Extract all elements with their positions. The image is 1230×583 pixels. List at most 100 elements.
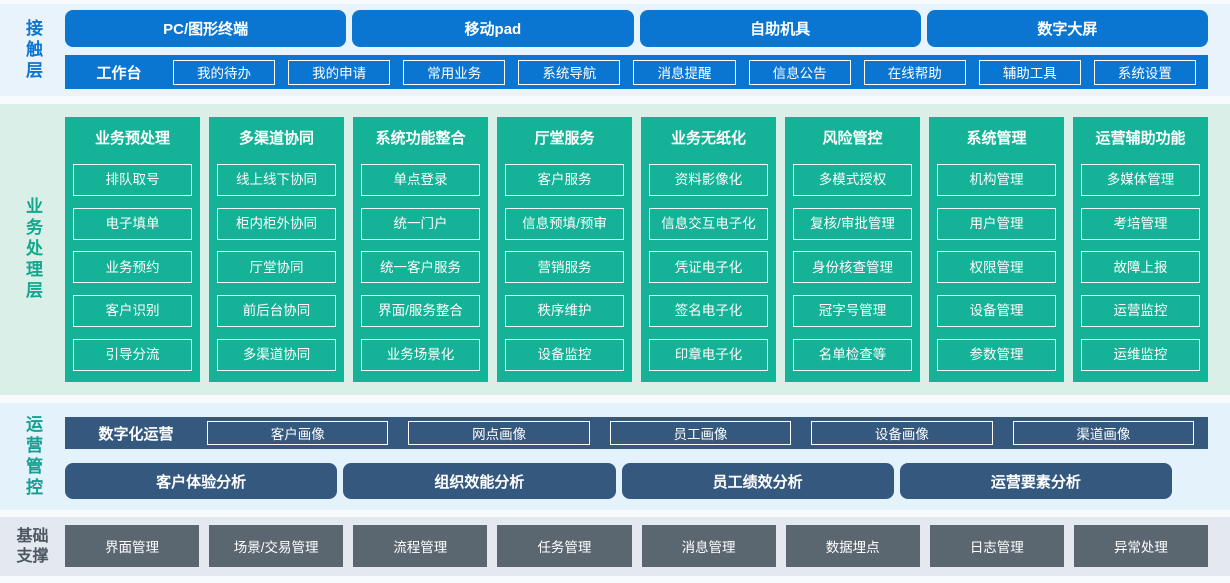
business-column-title: 风险管控 [822, 129, 883, 147]
business-function-box: 故障上报 [1081, 251, 1200, 284]
terminal-button: 数字大屏 [926, 10, 1208, 47]
workbench-item: 我的待办 [173, 59, 276, 85]
contact-layer-gutter: 接触层 [0, 4, 65, 96]
profile-item: 网点画像 [408, 421, 590, 445]
business-column: 系统管理机构管理用户管理权限管理设备管理参数管理 [929, 117, 1064, 382]
business-function-box: 界面/服务整合 [361, 295, 480, 328]
terminal-button: PC/图形终端 [65, 10, 347, 47]
business-column-title: 系统功能整合 [375, 129, 466, 147]
business-function-box: 统一门户 [361, 207, 480, 240]
profile-item: 渠道画像 [1012, 421, 1195, 445]
business-function-box: 业务预约 [73, 251, 192, 284]
business-column-title: 运营辅助功能 [1095, 129, 1186, 147]
business-function-box: 客户识别 [73, 295, 192, 328]
analysis-row: 客户体验分析组织效能分析员工绩效分析运营要素分析 [65, 463, 1172, 499]
workbench-title: 工作台 [96, 64, 142, 82]
foundation-item: 界面管理 [65, 525, 200, 567]
foundation-layer-label: 基础支撑 [16, 527, 49, 565]
workbench-item: 常用业务 [403, 59, 506, 85]
business-function-box: 营销服务 [505, 251, 624, 284]
digital-operation-title: 数字化运营 [98, 425, 174, 443]
business-column: 业务预处理排队取号电子填单业务预约客户识别引导分流 [65, 117, 200, 382]
business-column: 运营辅助功能多媒体管理考培管理故障上报运营监控运维监控 [1073, 117, 1208, 382]
business-function-box: 资料影像化 [649, 163, 768, 196]
business-column-title: 业务无纸化 [670, 129, 746, 147]
business-columns: 业务预处理排队取号电子填单业务预约客户识别引导分流多渠道协同线上线下协同柜内柜外… [65, 117, 1208, 382]
workbench-item: 系统设置 [1093, 59, 1196, 85]
business-function-box: 身份核查管理 [793, 251, 912, 284]
analysis-item: 运营要素分析 [899, 463, 1172, 499]
foundation-item: 异常处理 [1073, 525, 1208, 567]
business-function-box: 业务场景化 [361, 338, 480, 371]
foundation-layer-band: 基础支撑 界面管理场景/交易管理流程管理任务管理消息管理数据埋点日志管理异常处理 [0, 517, 1230, 576]
profile-items-row: 客户画像网点画像员工画像设备画像渠道画像 [207, 421, 1195, 445]
business-column-title: 业务预处理 [94, 129, 170, 147]
business-column: 风险管控多模式授权复核/审批管理身份核查管理冠字号管理名单检查等 [785, 117, 920, 382]
terminal-button: 移动pad [352, 10, 634, 47]
business-column-title: 系统管理 [966, 129, 1027, 147]
business-function-box: 多模式授权 [793, 163, 912, 196]
business-column: 厅堂服务客户服务信息预填/预审营销服务秩序维护设备监控 [497, 117, 632, 382]
business-function-box: 信息交互电子化 [649, 207, 768, 240]
business-layer-gutter: 业务处理层 [0, 104, 65, 395]
workbench-item: 消息提醒 [633, 59, 736, 85]
workbench-item: 我的申请 [288, 59, 391, 85]
business-function-box: 印章电子化 [649, 338, 768, 371]
business-function-box: 多渠道协同 [217, 338, 336, 371]
business-column-title: 厅堂服务 [534, 129, 595, 147]
business-function-box: 统一客户服务 [361, 251, 480, 284]
terminal-button: 自助机具 [639, 10, 921, 47]
business-function-box: 权限管理 [937, 251, 1056, 284]
analysis-item: 组织效能分析 [343, 463, 616, 499]
foundation-layer-gutter: 基础支撑 [0, 517, 65, 576]
operation-layer-gutter: 运营管控 [0, 403, 65, 510]
profile-item: 员工画像 [609, 421, 792, 445]
business-function-box: 复核/审批管理 [793, 207, 912, 240]
business-function-box: 运维监控 [1081, 338, 1200, 371]
workbench-item: 辅助工具 [978, 59, 1081, 85]
business-function-box: 秩序维护 [505, 295, 624, 328]
business-function-box: 单点登录 [361, 163, 480, 196]
business-function-box: 机构管理 [937, 163, 1056, 196]
business-function-box: 名单检查等 [793, 338, 912, 371]
business-function-box: 前后台协同 [217, 295, 336, 328]
business-function-box: 参数管理 [937, 338, 1056, 371]
business-function-box: 签名电子化 [649, 295, 768, 328]
business-function-box: 运营监控 [1081, 295, 1200, 328]
foundation-item: 流程管理 [353, 525, 488, 567]
business-function-box: 考培管理 [1081, 207, 1200, 240]
foundation-row: 界面管理场景/交易管理流程管理任务管理消息管理数据埋点日志管理异常处理 [65, 525, 1208, 567]
business-function-box: 设备管理 [937, 295, 1056, 328]
business-function-box: 多媒体管理 [1081, 163, 1200, 196]
business-function-box: 设备监控 [505, 338, 624, 371]
workbench-bar: 工作台 我的待办我的申请常用业务系统导航消息提醒信息公告在线帮助辅助工具系统设置 [65, 55, 1208, 89]
foundation-item: 任务管理 [497, 525, 632, 567]
workbench-item: 在线帮助 [863, 59, 966, 85]
business-function-box: 信息预填/预审 [505, 207, 624, 240]
operation-control-layer-band: 运营管控 数字化运营 客户画像网点画像员工画像设备画像渠道画像 客户体验分析组织… [0, 403, 1230, 510]
workbench-item: 信息公告 [748, 59, 851, 85]
digital-operation-bar: 数字化运营 客户画像网点画像员工画像设备画像渠道画像 [65, 417, 1208, 449]
business-function-box: 厅堂协同 [217, 251, 336, 284]
analysis-item: 员工绩效分析 [621, 463, 894, 499]
profile-item: 客户画像 [207, 421, 389, 445]
workbench-items-row: 我的待办我的申请常用业务系统导航消息提醒信息公告在线帮助辅助工具系统设置 [173, 59, 1196, 85]
foundation-item: 场景/交易管理 [209, 525, 344, 567]
business-function-box: 排队取号 [73, 163, 192, 196]
operation-layer-content: 数字化运营 客户画像网点画像员工画像设备画像渠道画像 客户体验分析组织效能分析员… [65, 403, 1230, 510]
business-function-box: 客户服务 [505, 163, 624, 196]
business-column-title: 多渠道协同 [238, 129, 314, 147]
business-function-box: 冠字号管理 [793, 295, 912, 328]
business-layer-content: 业务预处理排队取号电子填单业务预约客户识别引导分流多渠道协同线上线下协同柜内柜外… [65, 104, 1230, 395]
business-processing-layer-band: 业务处理层 业务预处理排队取号电子填单业务预约客户识别引导分流多渠道协同线上线下… [0, 104, 1230, 395]
operation-layer-label: 运营管控 [23, 414, 42, 499]
foundation-item: 日志管理 [929, 525, 1064, 567]
contact-layer-label: 接触层 [23, 18, 42, 82]
business-function-box: 用户管理 [937, 207, 1056, 240]
business-layer-label: 业务处理层 [23, 197, 42, 302]
analysis-item: 客户体验分析 [65, 463, 338, 499]
